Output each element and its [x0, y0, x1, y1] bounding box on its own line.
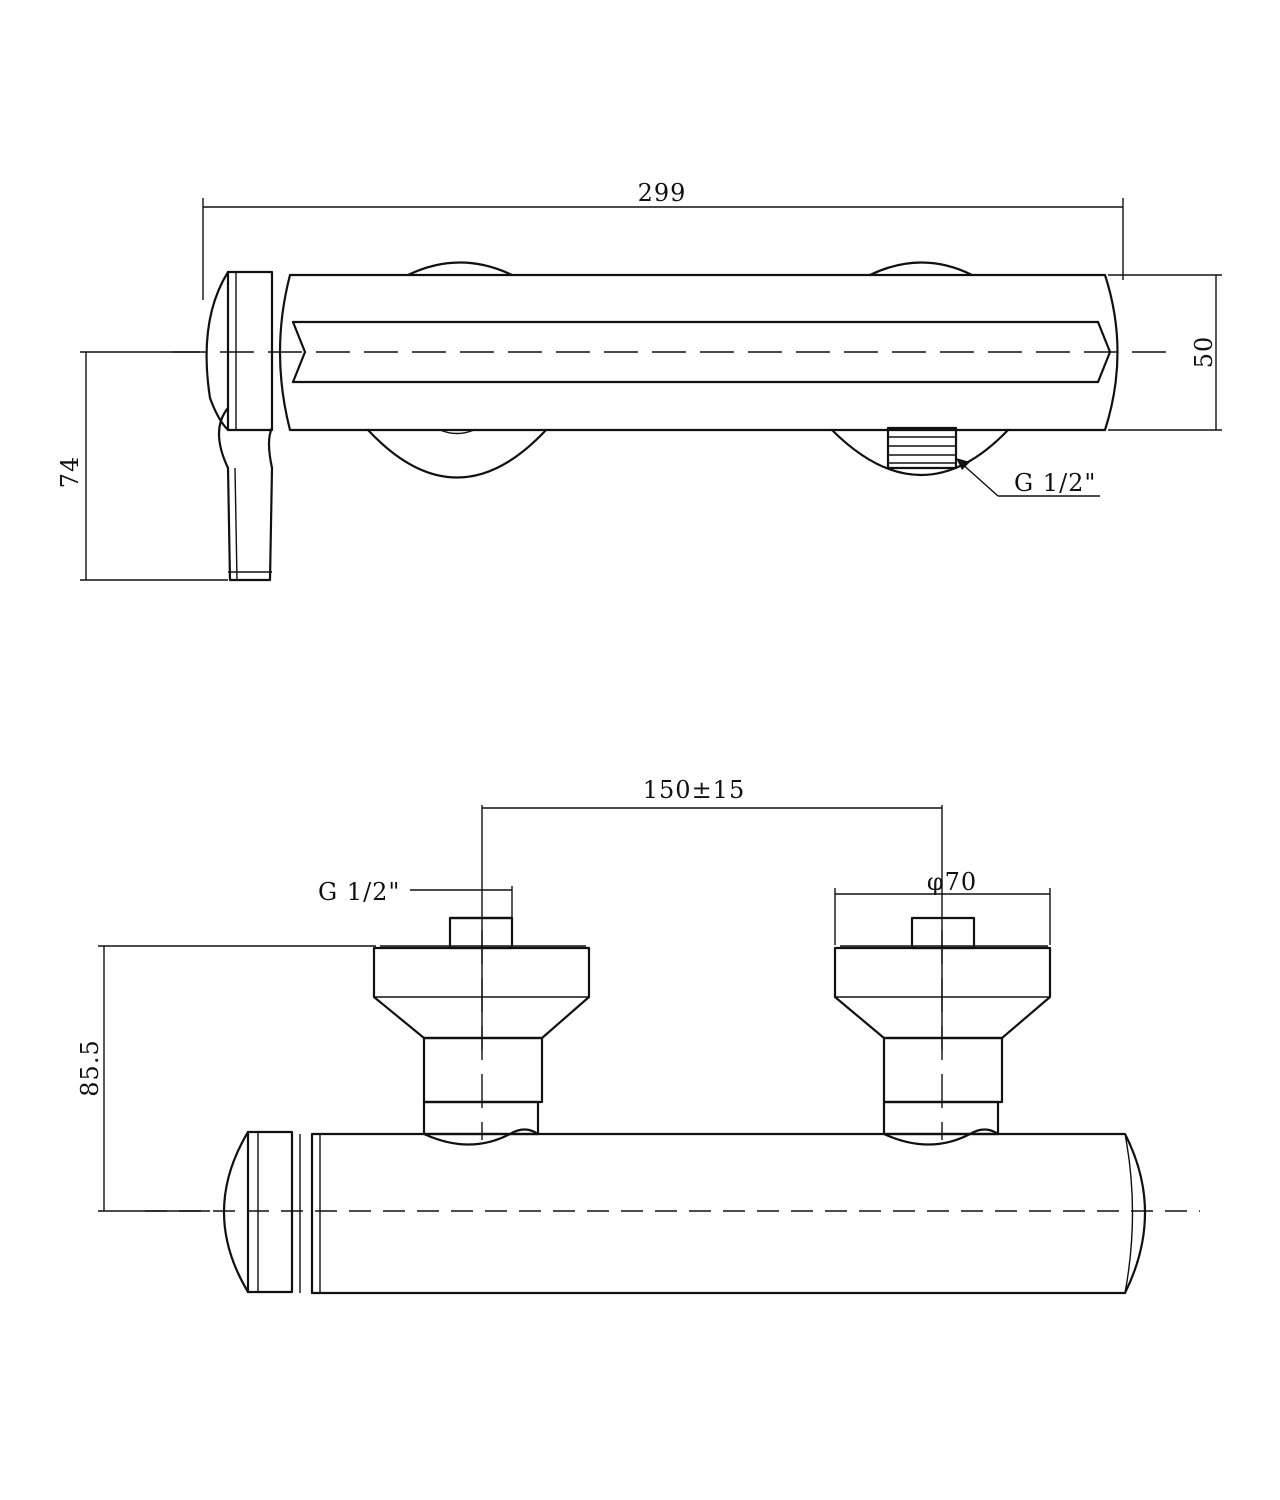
top-thread-label: G 1/2" [1014, 469, 1096, 497]
front-view: 150±15 φ70 G 1/2" 85.5 [76, 776, 1200, 1295]
dimension-center-distance: 150±15 [481, 776, 943, 1050]
dimension-overall-length: 299 [202, 179, 1124, 300]
top-wall-flanges [366, 261, 1010, 479]
flange-diameter-label: φ70 [927, 868, 977, 896]
body-height-label: 50 [1190, 336, 1218, 369]
dimension-handle-depth: 74 [56, 351, 228, 581]
dimension-mount-height: 85.5 [76, 945, 376, 1212]
top-view: 299 [56, 179, 1222, 582]
top-outlet-thread: G 1/2" [886, 426, 1100, 497]
top-handle [205, 270, 274, 582]
mount-height-label: 85.5 [76, 1039, 104, 1096]
left-connector [372, 916, 591, 1146]
top-body [172, 273, 1168, 432]
front-handle [222, 1130, 301, 1294]
center-distance-label: 150±15 [643, 776, 745, 804]
handle-depth-label: 74 [56, 456, 84, 489]
dimension-flange-diameter: φ70 [834, 868, 1051, 945]
dimension-body-height: 50 [1108, 274, 1222, 431]
front-body [145, 1132, 1200, 1295]
dimension-inlet-thread: G 1/2" [318, 878, 513, 945]
right-connector [833, 916, 1052, 1146]
overall-length-label: 299 [638, 179, 687, 207]
inlet-thread-label: G 1/2" [318, 878, 400, 906]
